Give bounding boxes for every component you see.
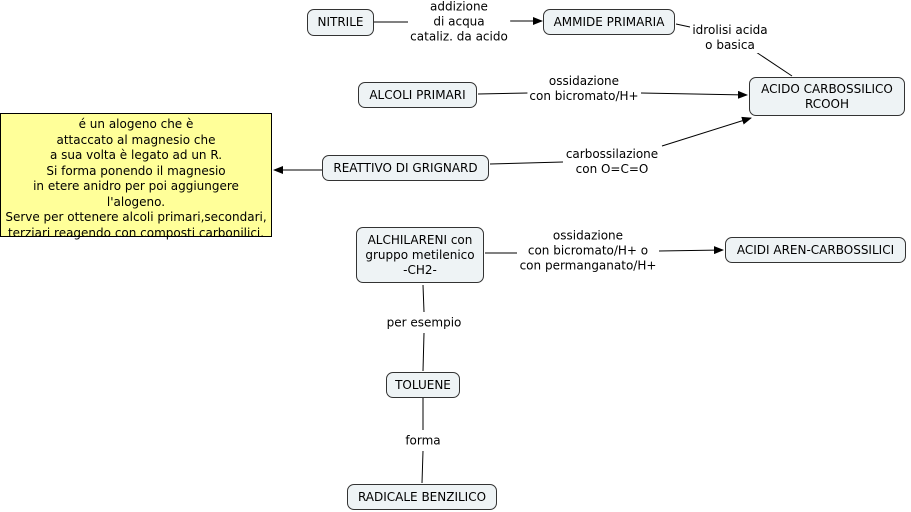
- node-acidi-aren-carbossilici[interactable]: ACIDI AREN-CARBOSSILICI: [725, 237, 906, 263]
- link-ammide-label: [675, 23, 691, 28]
- link-label-per-esempio: per esempio: [384, 315, 464, 331]
- link-label-acidi: [658, 246, 724, 255]
- link-label-ossidazione-alchilareni: ossidazione con bicromato/H+ o con perma…: [517, 228, 659, 274]
- node-alchilareni[interactable]: ALCHILARENI con gruppo metilenico -CH2-: [356, 227, 484, 283]
- link-label-acido-3: [661, 116, 752, 147]
- link-label-carbossilazione: carbossilazione con O=C=O: [563, 147, 661, 177]
- node-nitrile[interactable]: NITRILE: [307, 9, 374, 36]
- link-alchilareni-toluene-a: [422, 284, 425, 313]
- link-alcoli-label: [477, 92, 529, 95]
- node-radicale-benzilico[interactable]: RADICALE BENZILICO: [347, 484, 497, 510]
- node-toluene[interactable]: TOLUENE: [386, 372, 460, 398]
- link-label-ossidazione-alcoli: ossidazione con bicromato/H+: [527, 74, 641, 104]
- link-label-forma: forma: [403, 433, 443, 449]
- link-label-acido-2: [640, 90, 748, 99]
- link-alchilareni-toluene-b: [422, 332, 425, 372]
- link-toluene-radicale-b: [421, 450, 424, 484]
- link-label-idrolisi: idrolisi acida o basica: [690, 23, 770, 53]
- node-alcoli-primari[interactable]: ALCOLI PRIMARI: [358, 82, 477, 108]
- link-grignard-label: [489, 161, 564, 165]
- node-reattivo-grignard[interactable]: REATTIVO DI GRIGNARD: [322, 155, 489, 181]
- note-grignard-description: é un alogeno che è attaccato al magnesio…: [0, 113, 272, 240]
- node-ammide-primaria[interactable]: AMMIDE PRIMARIA: [543, 9, 675, 35]
- node-acido-carbossilico[interactable]: ACIDO CARBOSSILICO RCOOH: [749, 77, 905, 116]
- link-label-acido: [755, 51, 793, 77]
- link-label-addizione: addizione di acqua cataliz. da acido: [408, 0, 510, 45]
